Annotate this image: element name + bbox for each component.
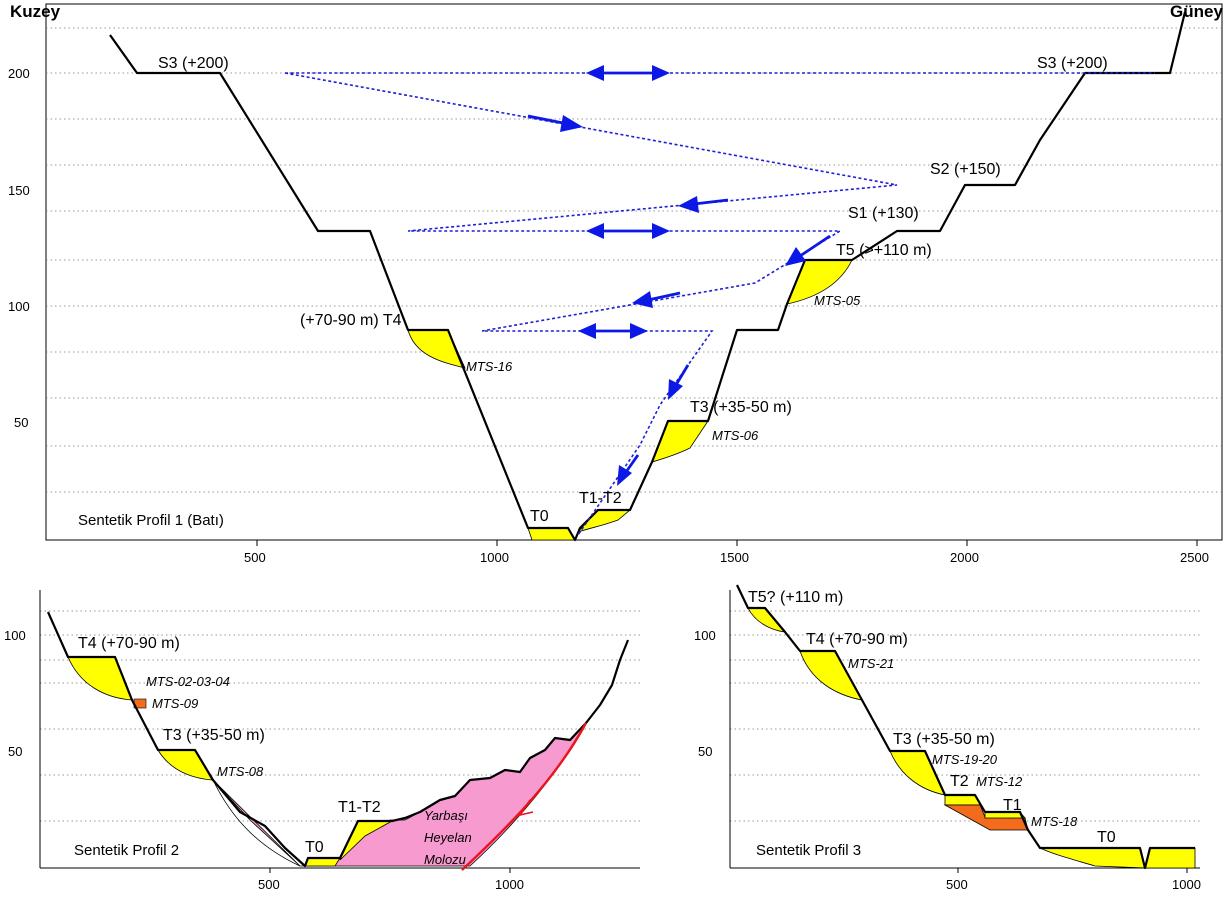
profile-3-gridlines (730, 610, 1200, 822)
terrace-t5-deposit (786, 259, 853, 305)
arrow-down-left-icon (785, 234, 831, 266)
sample-mts-16: MTS-16 (466, 359, 513, 374)
y-tick-label: 50 (14, 415, 28, 430)
arrow-down-left-icon (617, 454, 640, 486)
double-arrow-icon (578, 323, 648, 339)
profile-1-flow-arrows (527, 65, 831, 486)
profile-2-title: Sentetik Profil 2 (74, 842, 179, 859)
x-tick-label: 500 (258, 877, 280, 892)
profile-1-gridlines (46, 27, 1222, 493)
label-south: Güney (1170, 2, 1223, 21)
label-t0: T0 (305, 839, 324, 856)
label-t3: T3 (+35-50 m) (893, 731, 995, 748)
profile-1-y-ticks: 200 150 100 50 (8, 66, 30, 430)
label-t1t2: T1-T2 (579, 490, 622, 507)
label-t1t2: T1-T2 (338, 799, 381, 816)
x-tick-label: 1000 (495, 877, 524, 892)
terrace-t5-deposit (747, 607, 786, 633)
y-tick-label: 50 (8, 744, 22, 759)
arrow-left-icon (632, 291, 681, 308)
label-t4: T4 (+70-90 m) (78, 635, 180, 652)
y-tick-label: 50 (698, 744, 712, 759)
landslide-label-line-3: Molozu (424, 852, 466, 867)
label-t0: T0 (1097, 829, 1116, 846)
double-arrow-icon (586, 223, 670, 239)
sample-mts-06: MTS-06 (712, 428, 759, 443)
label-t5: T5? (+110 m) (748, 589, 843, 606)
x-tick-label: 1000 (1172, 877, 1201, 892)
y-tick-label: 100 (4, 628, 26, 643)
profile-1-labels: S3 (+200) S3 (+200) S2 (+150) S1 (+130) … (78, 55, 1108, 529)
landslide-deposit (212, 722, 587, 867)
profile-1: 200 150 100 50 500 1000 1500 2000 2500 (8, 3, 1223, 565)
label-t1: T1 (1003, 797, 1022, 814)
x-tick-label: 500 (946, 877, 968, 892)
y-tick-label: 100 (694, 628, 716, 643)
landslide-label-line-1: Yarbaşı (424, 808, 468, 823)
sample-mts-12: MTS-12 (976, 774, 1023, 789)
label-north: Kuzey (10, 2, 61, 21)
x-tick-label: 1000 (480, 550, 509, 565)
double-arrow-icon (586, 65, 670, 81)
terrace-t0-deposit (1039, 847, 1196, 869)
terrace-t0-deposit (304, 857, 341, 867)
sample-mts-21: MTS-21 (848, 656, 894, 671)
profile-1-terraces (407, 259, 853, 541)
sample-mts-08: MTS-08 (217, 764, 264, 779)
landslide-label-line-2: Heyelan (424, 830, 472, 845)
profile-3-ground-line (736, 584, 1195, 870)
paleo-drainage-path (284, 72, 1155, 536)
y-tick-label: 100 (8, 299, 30, 314)
label-t3: T3 (+35-50 m) (163, 727, 265, 744)
profile-1-ground-line (109, 11, 1187, 542)
profile-3: 100 50 500 1000 T5? (+110 m) T4 (+70-90 … (694, 584, 1201, 892)
x-tick-label: 2000 (950, 550, 979, 565)
x-tick-label: 2500 (1180, 550, 1209, 565)
profile-2-ground-line (46, 611, 630, 868)
y-tick-label: 150 (8, 183, 30, 198)
profile-1-title: Sentetik Profil 1 (Batı) (78, 512, 224, 529)
arrow-right-icon (527, 114, 583, 132)
profile-2: 100 50 500 1000 T4 (+70-90 m) MTS-02-03-… (4, 590, 640, 892)
x-tick-label: 500 (244, 550, 266, 565)
label-t3: T3 (+35-50 m) (690, 399, 792, 416)
sample-mts-18: MTS-18 (1031, 814, 1078, 829)
x-tick-label: 1500 (720, 550, 749, 565)
label-t4: T4 (+70-90 m) (806, 631, 908, 648)
profile-3-title: Sentetik Profil 3 (756, 842, 861, 859)
label-s3-left: S3 (+200) (158, 55, 229, 72)
label-s1: S1 (+130) (848, 205, 919, 222)
label-t5: T5 (>+110 m) (836, 242, 932, 259)
profile-1-x-ticks: 500 1000 1500 2000 2500 (46, 539, 1222, 565)
slip-surface-line (461, 722, 588, 871)
sample-mts-09: MTS-09 (152, 696, 198, 711)
label-t4: (+70-90 m) T4 (300, 312, 402, 329)
label-t0: T0 (530, 508, 549, 525)
slip-arrow-icon (518, 799, 534, 817)
label-s2: S2 (+150) (930, 161, 1001, 178)
arrow-down-left-icon (668, 364, 690, 400)
sample-mts-05: MTS-05 (814, 293, 861, 308)
sample-mts-19-20: MTS-19-20 (932, 752, 998, 767)
label-s3-right: S3 (+200) (1037, 55, 1108, 72)
label-t2: T2 (950, 773, 969, 790)
sample-mts-02-03-04: MTS-02-03-04 (146, 674, 230, 689)
y-tick-label: 200 (8, 66, 30, 81)
arrow-left-icon (678, 196, 729, 213)
